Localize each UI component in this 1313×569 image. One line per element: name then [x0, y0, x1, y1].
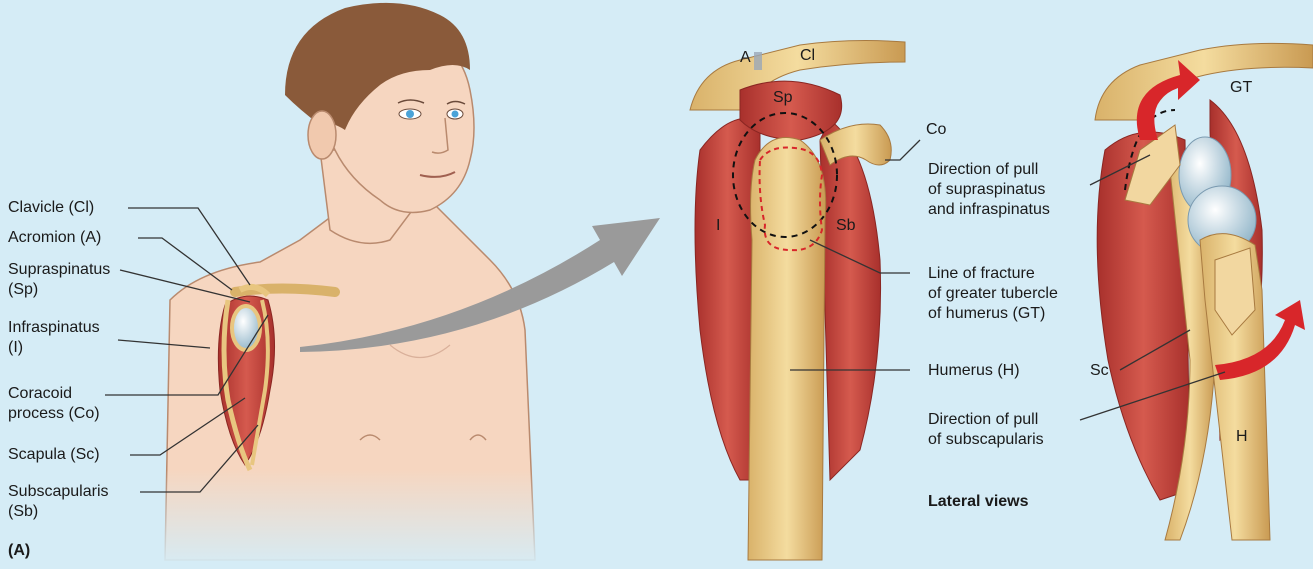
abbrev-h: H: [1236, 427, 1248, 447]
label-acromion: Acromion (A): [8, 228, 101, 248]
abbrev-cl: Cl: [800, 46, 815, 66]
abbrev-co: Co: [926, 120, 946, 140]
label-clavicle: Clavicle (Cl): [8, 198, 94, 218]
panel-label: (A): [8, 542, 30, 560]
label-pull-supra-3: and infraspinatus: [928, 200, 1050, 220]
label-lateral-views: Lateral views: [928, 492, 1029, 512]
label-subscapularis-2: (Sb): [8, 502, 38, 522]
middle-shoulder: [690, 41, 905, 560]
label-coracoid-2: process (Co): [8, 404, 100, 424]
humerus-bone: [748, 138, 826, 561]
abbrev-a: A: [740, 48, 751, 68]
label-subscapularis-1: Subscapularis: [8, 482, 109, 502]
abbrev-sc: Sc: [1090, 361, 1109, 381]
abbrev-gt: GT: [1230, 78, 1252, 98]
label-fracture-1: Line of fracture: [928, 264, 1035, 284]
label-fracture-2: of greater tubercle: [928, 284, 1058, 304]
label-infraspinatus-2: (I): [8, 338, 23, 358]
human-figure: [150, 3, 550, 569]
abbrev-i: I: [716, 216, 720, 236]
label-coracoid-1: Coracoid: [8, 384, 72, 404]
label-fracture-3: of humerus (GT): [928, 304, 1045, 324]
label-pull-supra-1: Direction of pull: [928, 160, 1038, 180]
label-scapula: Scapula (Sc): [8, 445, 100, 465]
right-shoulder: [1095, 43, 1313, 540]
label-infraspinatus-1: Infraspinatus: [8, 318, 100, 338]
label-supraspinatus-2: (Sp): [8, 280, 38, 300]
label-pull-sub-1: Direction of pull: [928, 410, 1038, 430]
acromion-right: [1095, 43, 1313, 120]
label-supraspinatus-1: Supraspinatus: [8, 260, 110, 280]
label-pull-supra-2: of supraspinatus: [928, 180, 1045, 200]
abbrev-sp: Sp: [773, 88, 793, 108]
label-humerus: Humerus (H): [928, 361, 1020, 381]
ear: [308, 111, 336, 159]
label-pull-sub-2: of subscapularis: [928, 430, 1044, 450]
abbrev-sb: Sb: [836, 216, 856, 236]
